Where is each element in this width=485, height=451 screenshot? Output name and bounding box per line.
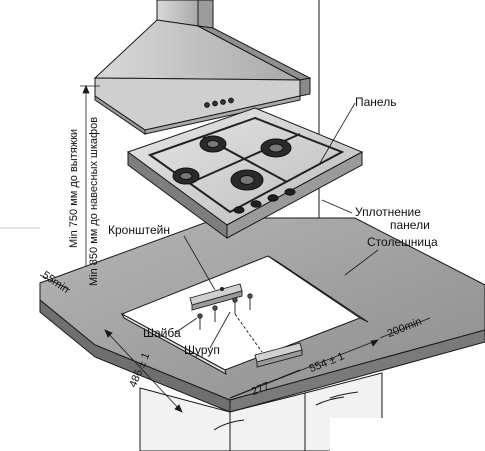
wall-lines bbox=[0, 0, 320, 229]
seal-label-2: панели bbox=[390, 218, 430, 232]
leader-lines bbox=[174, 102, 379, 349]
cooker-hood bbox=[93, 0, 312, 135]
watermark-mask bbox=[330, 418, 485, 451]
screw-icon bbox=[197, 293, 263, 353]
washer-label: Шайба bbox=[143, 326, 181, 340]
screw-label: Шуруп bbox=[184, 343, 220, 357]
dimension-lines bbox=[39, 274, 431, 413]
worktop-label: Столешница bbox=[367, 235, 438, 249]
hood-clearance-label: Min 750 мм до вытяжки bbox=[68, 128, 80, 248]
hood-buttons bbox=[204, 97, 234, 108]
gas-burner-icon bbox=[172, 135, 292, 191]
bracket-back bbox=[189, 283, 243, 311]
seal-label: Уплотнение bbox=[355, 205, 421, 219]
cabinet-clearance-label: Min 850 мм до навесных шкафов bbox=[88, 116, 100, 286]
bracket-front bbox=[254, 342, 303, 368]
worktop-cutout bbox=[120, 255, 369, 375]
bracket-label: Кронштейн bbox=[108, 223, 170, 237]
gas-hob bbox=[126, 107, 364, 239]
control-knob-icon bbox=[233, 188, 296, 214]
panel-label: Панель bbox=[355, 95, 397, 109]
